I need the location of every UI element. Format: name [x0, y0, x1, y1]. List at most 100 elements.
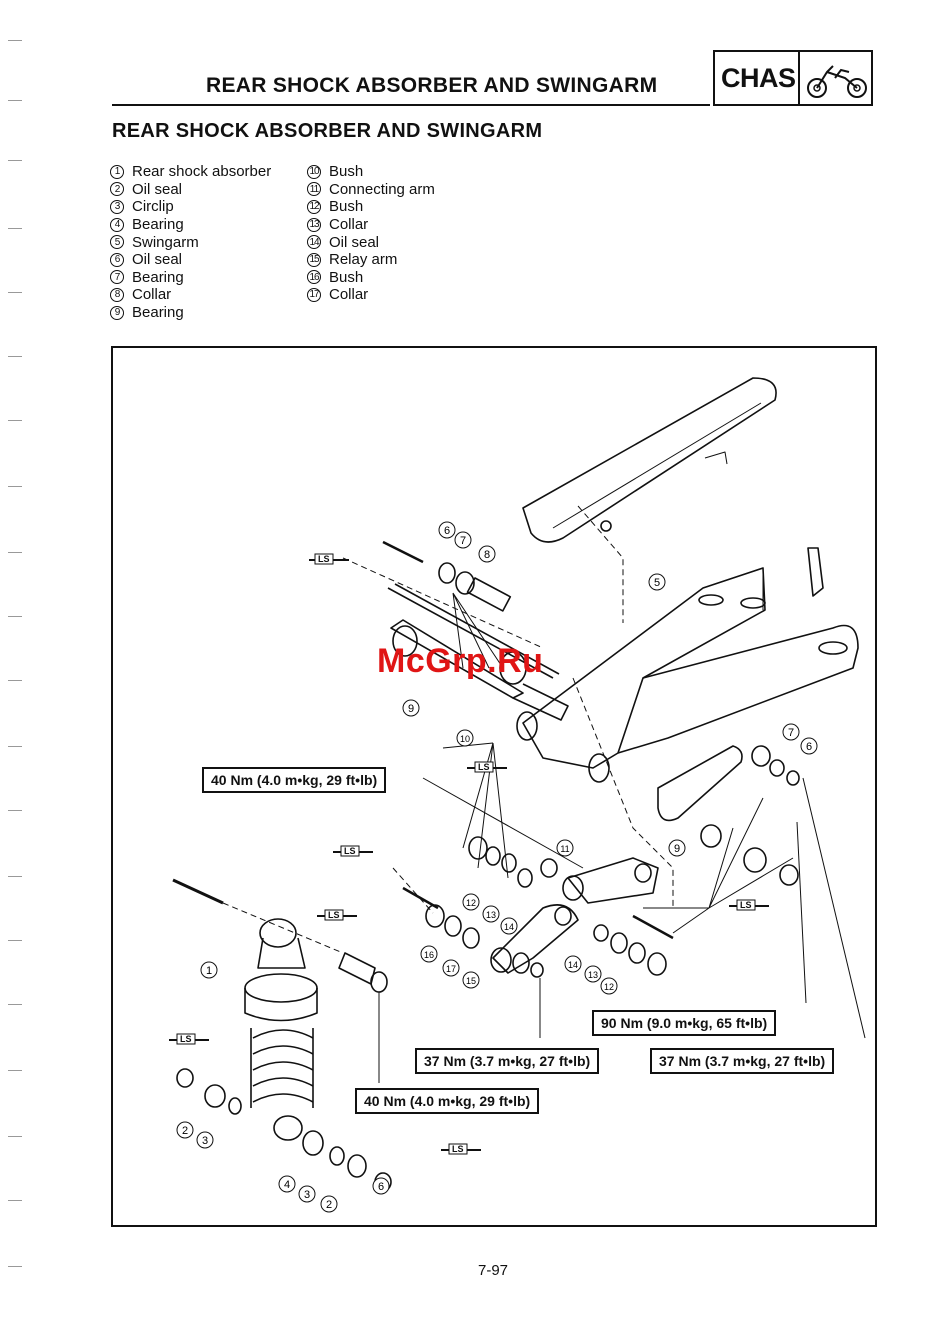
part-number: 2 [110, 182, 124, 197]
badge-divider [798, 52, 800, 104]
list-item: 17 Collar [307, 286, 435, 304]
callout-label: 2 [182, 1125, 188, 1137]
callout-label: 6 [806, 741, 812, 753]
list-item: 7 Bearing [110, 269, 271, 287]
part-name: Bearing [132, 268, 184, 286]
callout-label: 14 [504, 922, 514, 932]
callout-label: 12 [466, 898, 476, 908]
lubricant-label: LS [318, 554, 330, 564]
margin-mark [8, 680, 22, 681]
swingarm-body [522, 567, 766, 769]
section-badge: CHAS [713, 50, 873, 106]
callout-label: 8 [484, 549, 490, 561]
callout-label: 10 [460, 734, 470, 744]
part-name: Collar [132, 286, 172, 304]
part-name: Collar [329, 286, 369, 304]
callout-label: 14 [568, 960, 578, 970]
callout-label: 6 [378, 1181, 384, 1193]
margin-mark [8, 486, 22, 487]
margin-mark [8, 876, 22, 877]
callout-label: 13 [486, 910, 496, 920]
callout-label: 4 [284, 1179, 290, 1191]
chain-slider [657, 745, 743, 822]
relay-arm [492, 904, 579, 974]
lubricant-label: LS [180, 1034, 192, 1044]
lubricant-label: LS [452, 1144, 464, 1154]
exploded-view-drawing: LS LS LS LS LS LS LS 6 7 8 5 9 10 7 6 11… [169, 377, 866, 1213]
margin-mark [8, 100, 22, 101]
list-item: 5 Swingarm [110, 233, 271, 251]
list-item: 3 Circlip [110, 198, 271, 216]
motorcycle-icon [807, 65, 867, 98]
shock-spring [252, 1029, 314, 1103]
lubricant-label: LS [328, 910, 340, 920]
callout-label: 11 [560, 844, 569, 854]
list-item: 14 Oil seal [307, 233, 435, 251]
part-name: Oil seal [132, 180, 183, 198]
torque-spec-box: 40 Nm (4.0 m•kg, 29 ft•lb) [355, 1088, 540, 1114]
lubricant-label: LS [478, 762, 490, 772]
margin-mark [8, 1004, 22, 1005]
part-name: Rear shock absorber [132, 163, 272, 181]
swingarm-upper-arm [617, 624, 859, 754]
watermark: McGrp.Ru [377, 642, 544, 680]
header-rule [112, 104, 710, 106]
margin-mark [8, 420, 22, 421]
part-name: Circlip [132, 198, 174, 216]
torque-spec-box: 40 Nm (4.0 m•kg, 29 ft•lb) [202, 767, 387, 793]
chain-guard [522, 377, 777, 543]
section-badge-label: CHAS [721, 62, 796, 93]
part-number: 1 [110, 164, 124, 179]
part-number: 15 [307, 252, 321, 267]
part-name: Bush [329, 163, 364, 181]
callout-label: 1 [206, 965, 212, 977]
part-number: 14 [307, 235, 321, 250]
part-callouts: 6 7 8 5 9 10 7 6 11 9 12 13 14 16 17 15 … [176, 521, 818, 1213]
callout-label: 7 [460, 535, 466, 547]
part-number: 9 [110, 305, 124, 320]
margin-mark [8, 940, 22, 941]
list-item: 8 Collar [110, 286, 271, 304]
list-item: 2 Oil seal [110, 181, 271, 199]
part-number: 16 [307, 270, 321, 285]
page-header-title: REAR SHOCK ABSORBER AND SWINGARM [206, 74, 658, 97]
margin-mark [8, 1200, 22, 1201]
part-number: 7 [110, 270, 124, 285]
part-number: 13 [307, 217, 321, 232]
callout-label: 13 [588, 970, 598, 980]
torque-spec-box: 90 Nm (9.0 m•kg, 65 ft•lb) [592, 1010, 777, 1036]
lubricant-label: LS [344, 846, 356, 856]
part-name: Relay arm [329, 251, 398, 269]
part-number: 8 [110, 287, 124, 302]
part-number: 4 [110, 217, 124, 232]
callout-label: 3 [304, 1189, 310, 1201]
part-number: 12 [307, 199, 321, 214]
margin-mark [8, 40, 22, 41]
callout-label: 16 [424, 950, 434, 960]
part-number: 17 [307, 287, 321, 302]
margin-mark [8, 160, 22, 161]
margin-mark [8, 292, 22, 293]
part-name: Swingarm [132, 233, 199, 251]
shock-mount-bolt [172, 878, 224, 905]
lubricant-symbols: LS LS LS LS LS LS LS [169, 553, 769, 1155]
callout-label: 9 [408, 703, 414, 715]
callout-label: 15 [466, 976, 476, 986]
exploded-diagram: LS LS LS LS LS LS LS 6 7 8 5 9 10 7 6 11… [111, 346, 877, 1227]
part-number: 3 [110, 199, 124, 214]
margin-mark [8, 746, 22, 747]
margin-mark [8, 616, 22, 617]
part-number: 5 [110, 235, 124, 250]
torque-spec-box: 37 Nm (3.7 m•kg, 27 ft•lb) [650, 1048, 835, 1074]
callout-label: 17 [446, 964, 456, 974]
part-name: Oil seal [329, 233, 380, 251]
